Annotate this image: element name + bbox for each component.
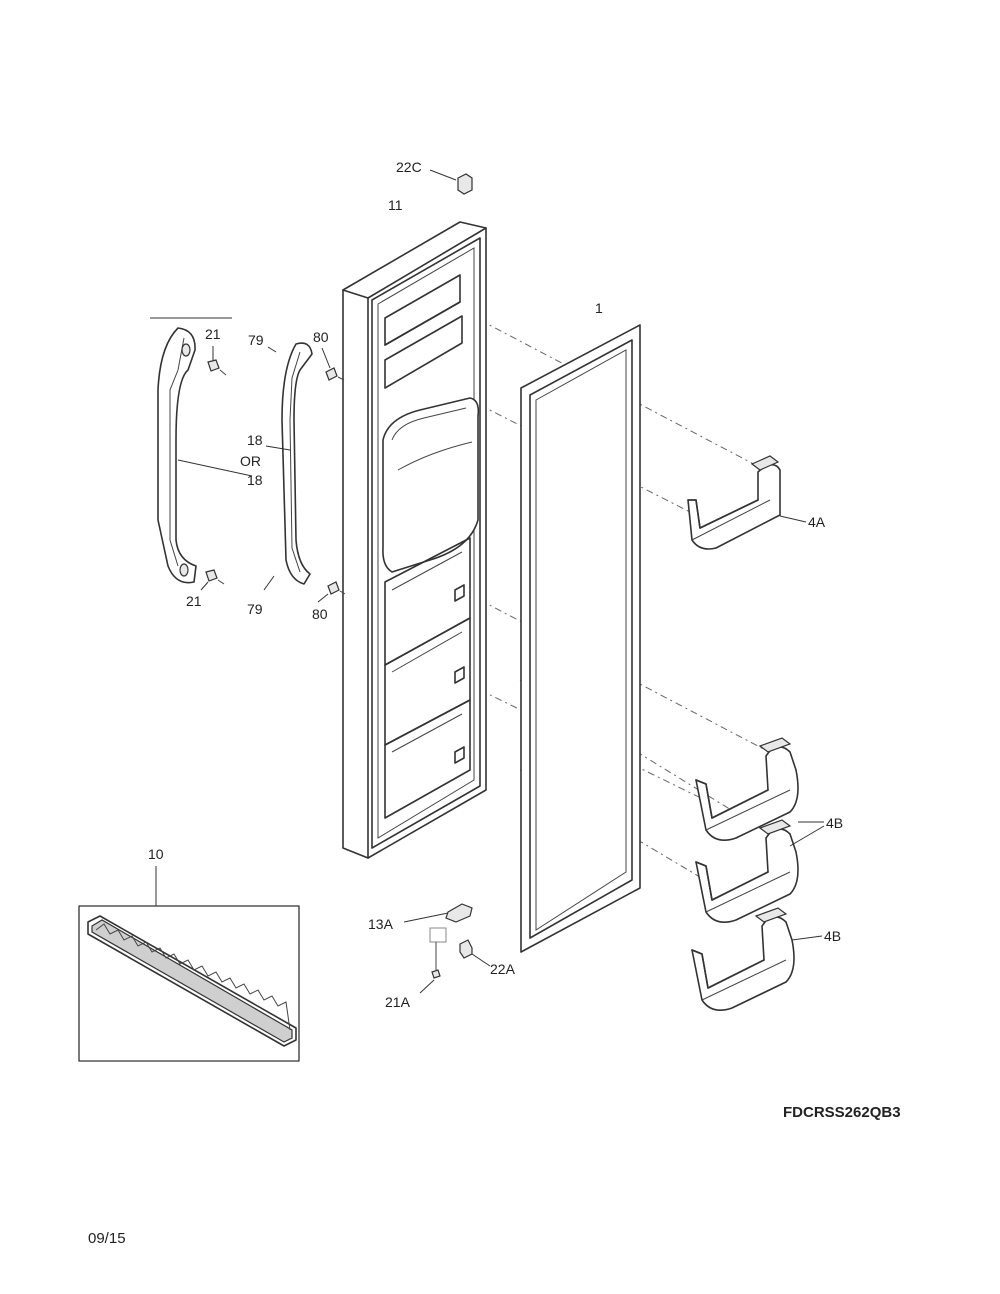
callout-22a: 22A (490, 961, 516, 977)
trim-strip-inset (78, 866, 300, 1062)
callout-10: 10 (148, 846, 164, 862)
callout-labels: 22C 11 1 21 79 80 18 OR 18 21 79 80 4A 4… (148, 159, 843, 1010)
callout-18-a: 18 (247, 432, 263, 448)
callout-79-bottom: 79 (247, 601, 263, 617)
door-bin-4a (687, 455, 807, 550)
callout-21-top: 21 (205, 326, 221, 342)
callout-4b-bottom: 4B (824, 928, 841, 944)
screw-22c (429, 169, 473, 195)
callout-or: OR (240, 453, 261, 469)
model-number: FDCRSS262QB3 (783, 1104, 901, 1121)
callout-4b-middle: 4B (826, 815, 843, 831)
door-gasket (520, 324, 641, 953)
handle-alternate (281, 342, 313, 585)
callout-79-top: 79 (248, 332, 264, 348)
fasteners (177, 346, 346, 603)
door-bin-4b-middle (695, 737, 799, 841)
callout-13a: 13A (368, 916, 394, 932)
callout-18-b: 18 (247, 472, 263, 488)
callout-80-bottom: 80 (312, 606, 328, 622)
door-bin-4b-bottom (691, 907, 823, 1011)
callout-80-top: 80 (313, 329, 329, 345)
callout-4a: 4A (808, 514, 826, 530)
hinge-parts (403, 903, 491, 994)
handle-front (150, 317, 232, 584)
callout-21-bottom: 21 (186, 593, 202, 609)
callout-1: 1 (595, 300, 603, 316)
callout-22c: 22C (396, 159, 422, 175)
callout-21a: 21A (385, 994, 411, 1010)
door-bin-4b-lower (695, 819, 825, 923)
callout-11: 11 (388, 197, 403, 213)
door-panel (342, 221, 487, 859)
date-code: 09/15 (88, 1230, 126, 1247)
